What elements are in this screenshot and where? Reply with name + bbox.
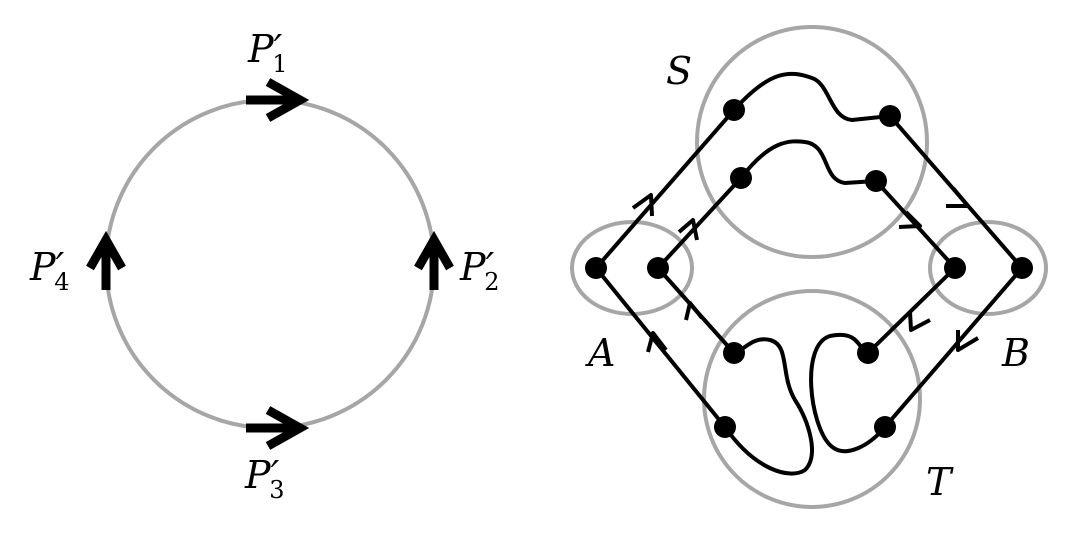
label-s: S — [666, 49, 692, 93]
arrow-inner-s-to-b-icon — [898, 210, 922, 229]
node-t-3 — [714, 416, 736, 438]
arrow-p3-icon — [246, 406, 310, 450]
outer-path — [594, 71, 1024, 476]
right-diagram: S T A B — [570, 25, 1048, 509]
arrow-p2-icon — [414, 230, 454, 290]
arrow-t-to-a-icon — [646, 331, 668, 353]
region-s-circle — [695, 25, 929, 259]
node-a-outer — [585, 257, 607, 279]
node-b-outer — [1011, 257, 1033, 279]
node-s-1 — [723, 99, 745, 121]
ring-circle — [104, 98, 436, 430]
arrow-p4-icon — [86, 230, 126, 290]
node-t-2 — [857, 342, 879, 364]
label-p4: P′4 — [29, 245, 70, 296]
arrow-inner-b-to-t-icon — [908, 311, 931, 332]
arrow-a-to-s-icon — [631, 193, 654, 217]
left-diagram: P′1 P′2 P′3 P′4 — [29, 27, 500, 504]
node-s-3 — [730, 167, 752, 189]
label-p3: P′3 — [244, 453, 285, 504]
arrow-inner-a-to-s-icon — [677, 218, 699, 241]
node-s-4 — [865, 170, 887, 192]
node-t-4 — [874, 416, 896, 438]
label-a: A — [585, 331, 615, 375]
label-p2: P′2 — [459, 245, 500, 296]
node-a-inner — [647, 257, 669, 279]
label-t: T — [926, 460, 954, 504]
node-t-1 — [723, 342, 745, 364]
arrow-s-to-b-icon — [946, 186, 970, 208]
arrow-inner-t-to-a-icon — [684, 301, 704, 321]
node-s-2 — [879, 105, 901, 127]
region-b-ellipse — [928, 220, 1048, 316]
arrow-p1-icon — [246, 78, 310, 122]
graph-nodes — [585, 99, 1033, 438]
label-b: B — [1001, 331, 1030, 375]
path-arrow-icons — [631, 186, 980, 353]
node-b-inner — [944, 257, 966, 279]
label-p1: P′1 — [247, 27, 288, 78]
arrow-b-to-t-icon — [956, 330, 980, 352]
